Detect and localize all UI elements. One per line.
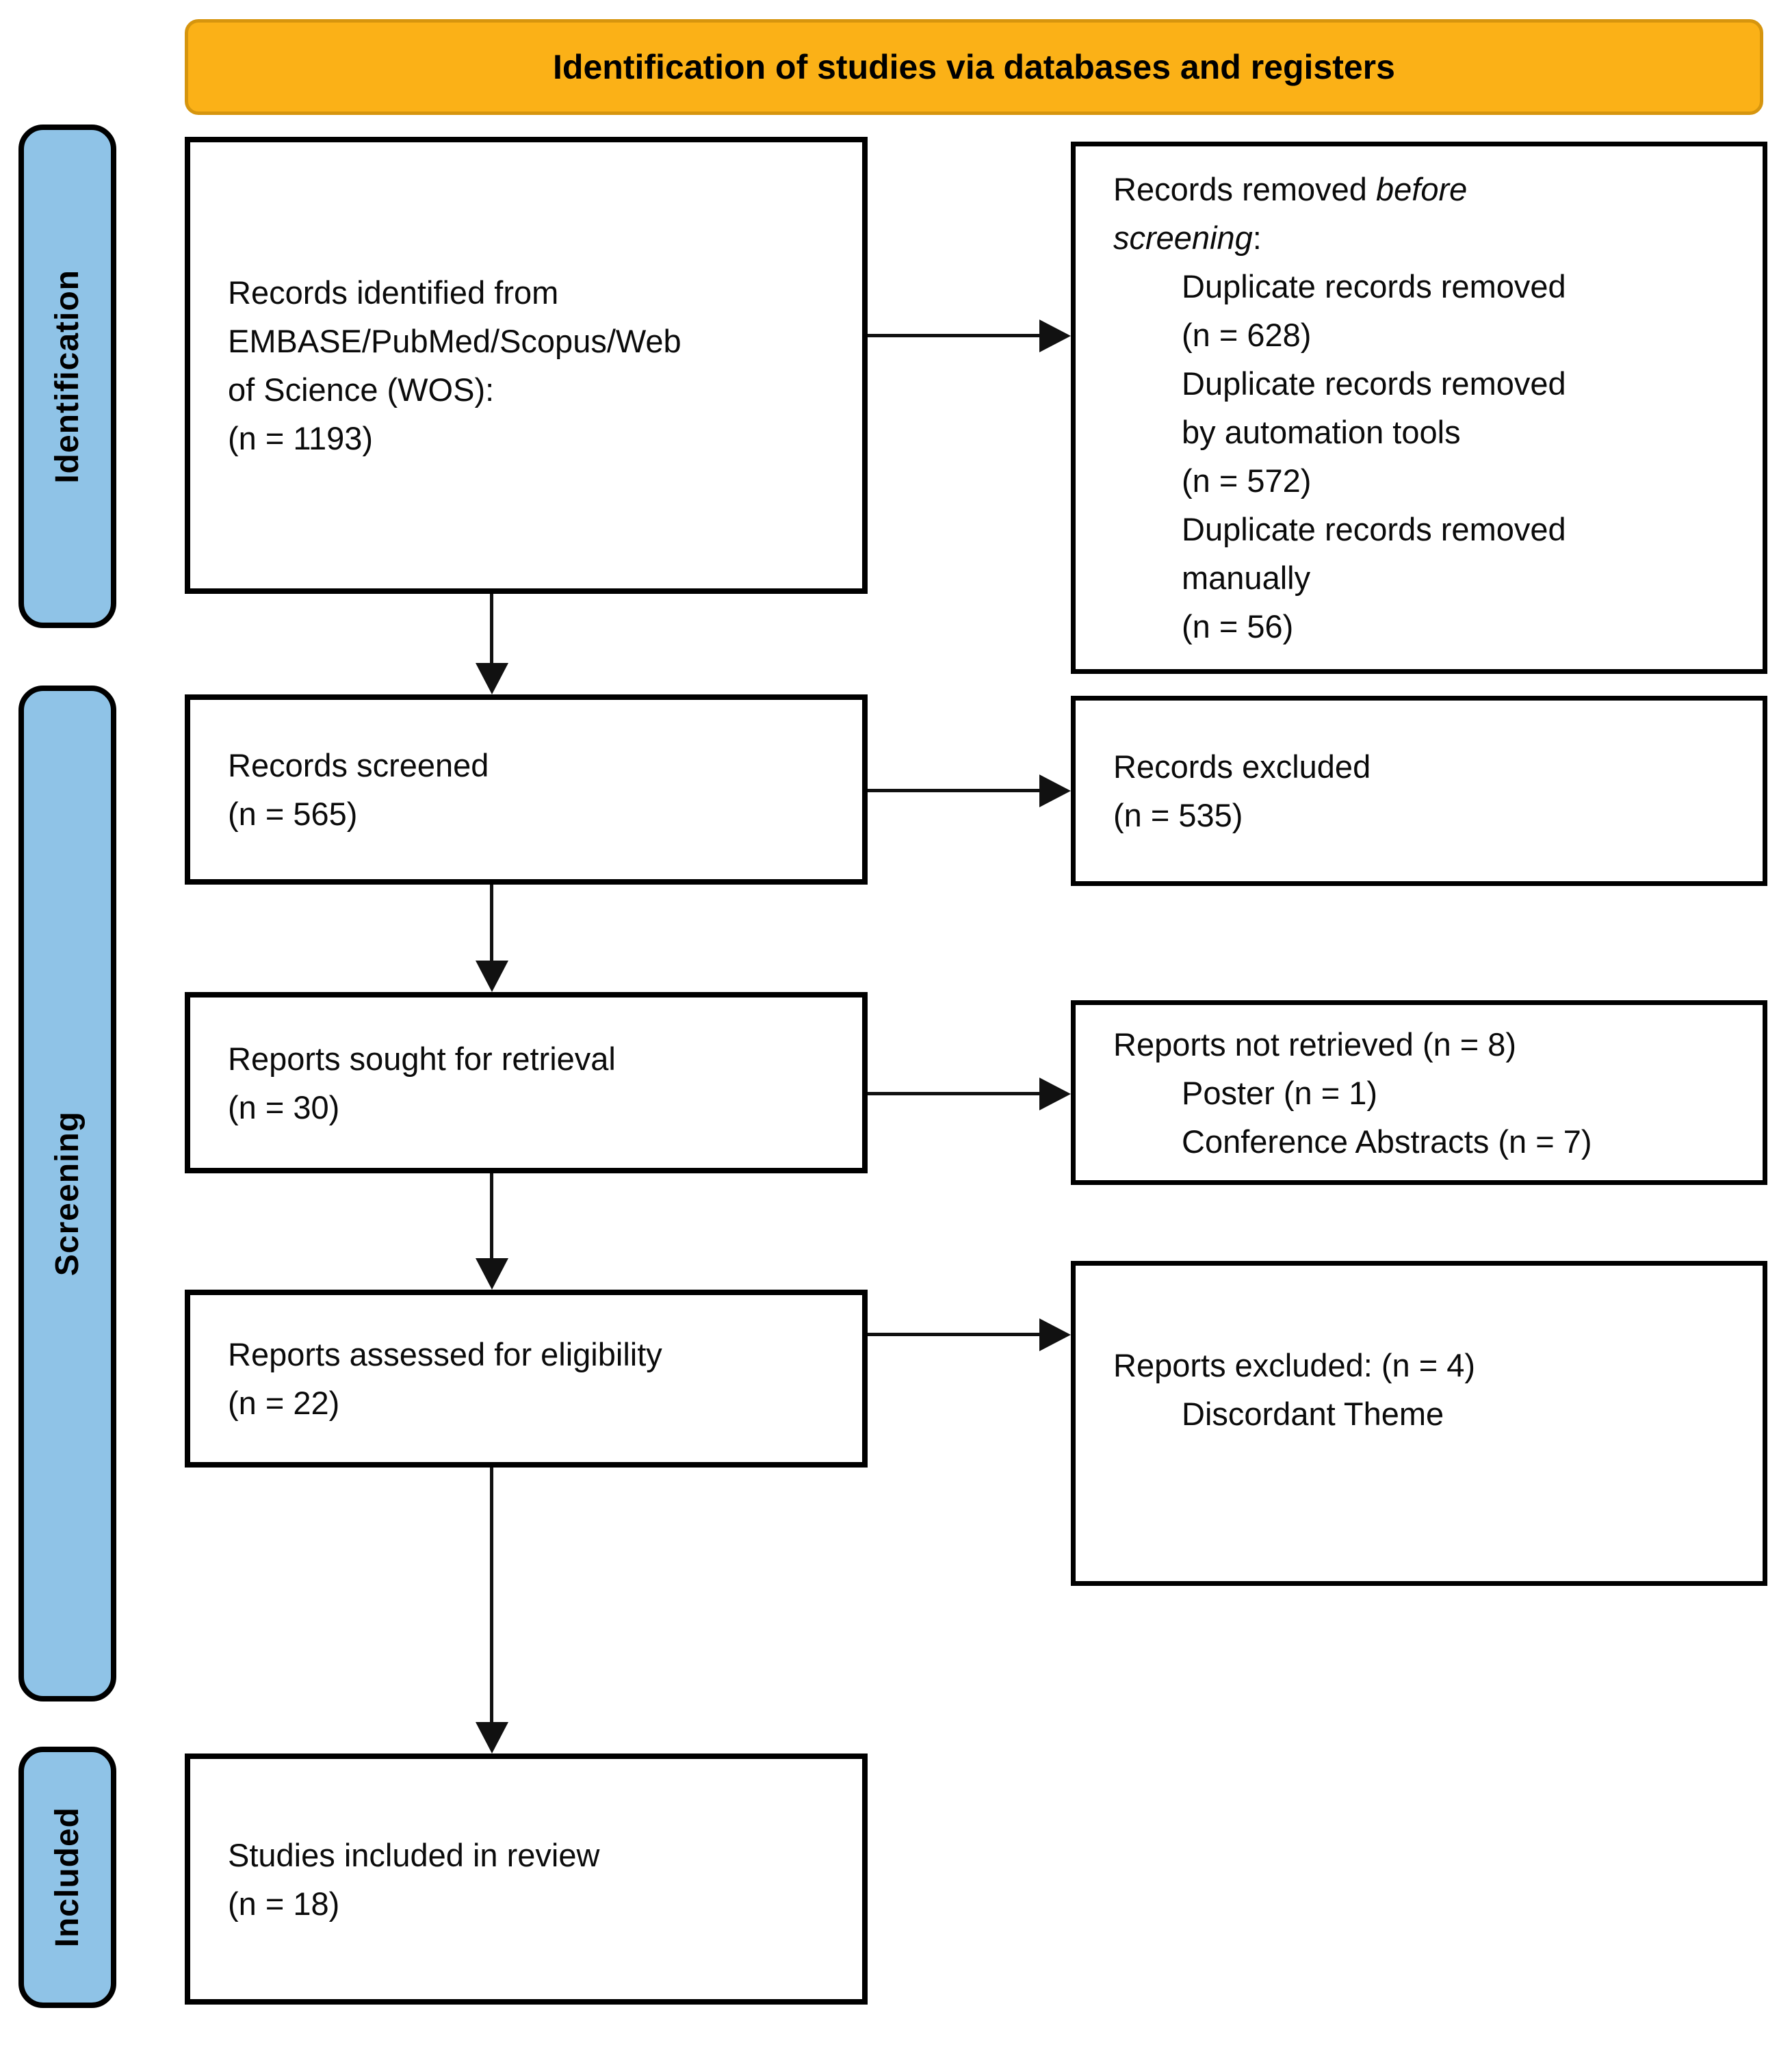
box-studies-included: Studies included in review (n = 18)	[185, 1753, 868, 2005]
phase-label-screening: Screening	[49, 1110, 86, 1277]
phase-label-included: Included	[49, 1807, 86, 1948]
arrow-sought-to-assessed-head	[476, 1258, 508, 1290]
text-line: (n = 22)	[228, 1385, 340, 1421]
header-title: Identification of studies via databases …	[553, 48, 1395, 86]
box-records-removed-before-screening: Records removed before screening: Duplic…	[1071, 142, 1767, 674]
box-records-identified: Records identified from EMBASE/PubMed/Sc…	[185, 137, 868, 594]
text-line: (n = 56)	[1182, 608, 1294, 644]
text-line: manually	[1182, 560, 1311, 596]
text-line: (n = 572)	[1182, 462, 1312, 499]
box-records-screened: Records screened (n = 565)	[185, 694, 868, 885]
text-line: Records identified from	[228, 274, 559, 311]
text-line: Records removed before	[1113, 165, 1742, 213]
text-line: (n = 565)	[228, 796, 358, 832]
arrow-assessed-to-included-line	[490, 1468, 493, 1723]
box-reports-sought: Reports sought for retrieval (n = 30)	[185, 992, 868, 1173]
arrow-screened-to-excluded-line	[868, 789, 1042, 792]
text-line: Conference Abstracts (n = 7)	[1182, 1123, 1592, 1160]
text-line: Poster (n = 1)	[1182, 1074, 1378, 1111]
text-line: Discordant Theme	[1182, 1396, 1444, 1432]
text-line: Reports sought for retrieval	[228, 1040, 616, 1077]
text-line: (n = 535)	[1113, 797, 1243, 833]
text-line: (n = 628)	[1182, 317, 1312, 353]
text-line: Reports excluded: (n = 4)	[1113, 1347, 1476, 1383]
phase-band-identification: Identification	[18, 125, 116, 628]
text-line: EMBASE/PubMed/Scopus/Web	[228, 323, 681, 359]
arrow-screened-to-excluded-head	[1039, 774, 1071, 807]
box-records-excluded: Records excluded (n = 535)	[1071, 696, 1767, 886]
text-fragment-italic: before	[1376, 171, 1468, 207]
arrow-sought-to-assessed-line	[490, 1173, 493, 1260]
arrow-sought-to-notretrieved-line	[868, 1092, 1042, 1095]
arrow-assessed-to-reportsexcluded-line	[868, 1333, 1042, 1336]
text-line: by automation tools	[1182, 414, 1461, 450]
arrow-assessed-to-reportsexcluded-head	[1039, 1318, 1071, 1351]
text-line: (n = 1193)	[228, 420, 374, 456]
text-fragment: :	[1252, 220, 1262, 256]
text-line: Records excluded	[1113, 748, 1371, 785]
arrow-identified-to-screened-head	[476, 663, 508, 694]
arrow-identified-to-removed-head	[1039, 320, 1071, 352]
arrow-identified-to-removed-line	[868, 334, 1042, 337]
arrow-assessed-to-included-head	[476, 1722, 508, 1753]
text-line: Reports assessed for eligibility	[228, 1336, 662, 1372]
box-reports-assessed: Reports assessed for eligibility (n = 22…	[185, 1290, 868, 1468]
phase-label-identification: Identification	[49, 269, 86, 484]
text-fragment-italic: screening	[1113, 220, 1253, 256]
arrow-screened-to-sought-head	[476, 961, 508, 992]
text-line: Studies included in review	[228, 1836, 600, 1873]
text-line: Duplicate records removed	[1182, 511, 1566, 547]
header-banner: Identification of studies via databases …	[185, 19, 1763, 115]
box-reports-excluded: Reports excluded: (n = 4) Discordant The…	[1071, 1261, 1767, 1586]
text-line: of Science (WOS):	[228, 371, 495, 408]
text-line: Duplicate records removed	[1182, 268, 1566, 304]
text-line: Duplicate records removed	[1182, 365, 1566, 402]
text-line: Records screened	[228, 747, 489, 783]
phase-band-screening: Screening	[18, 686, 116, 1702]
arrow-identified-to-screened-line	[490, 594, 493, 664]
arrow-sought-to-notretrieved-head	[1039, 1078, 1071, 1110]
text-line: (n = 18)	[228, 1885, 340, 1922]
arrow-screened-to-sought-line	[490, 885, 493, 962]
phase-band-included: Included	[18, 1747, 116, 2008]
text-line: screening:	[1113, 213, 1742, 262]
text-line: Reports not retrieved (n = 8)	[1113, 1026, 1517, 1062]
text-line: (n = 30)	[228, 1088, 340, 1125]
box-reports-not-retrieved: Reports not retrieved (n = 8) Poster (n …	[1071, 1000, 1767, 1185]
text-fragment: Records removed	[1113, 171, 1376, 207]
